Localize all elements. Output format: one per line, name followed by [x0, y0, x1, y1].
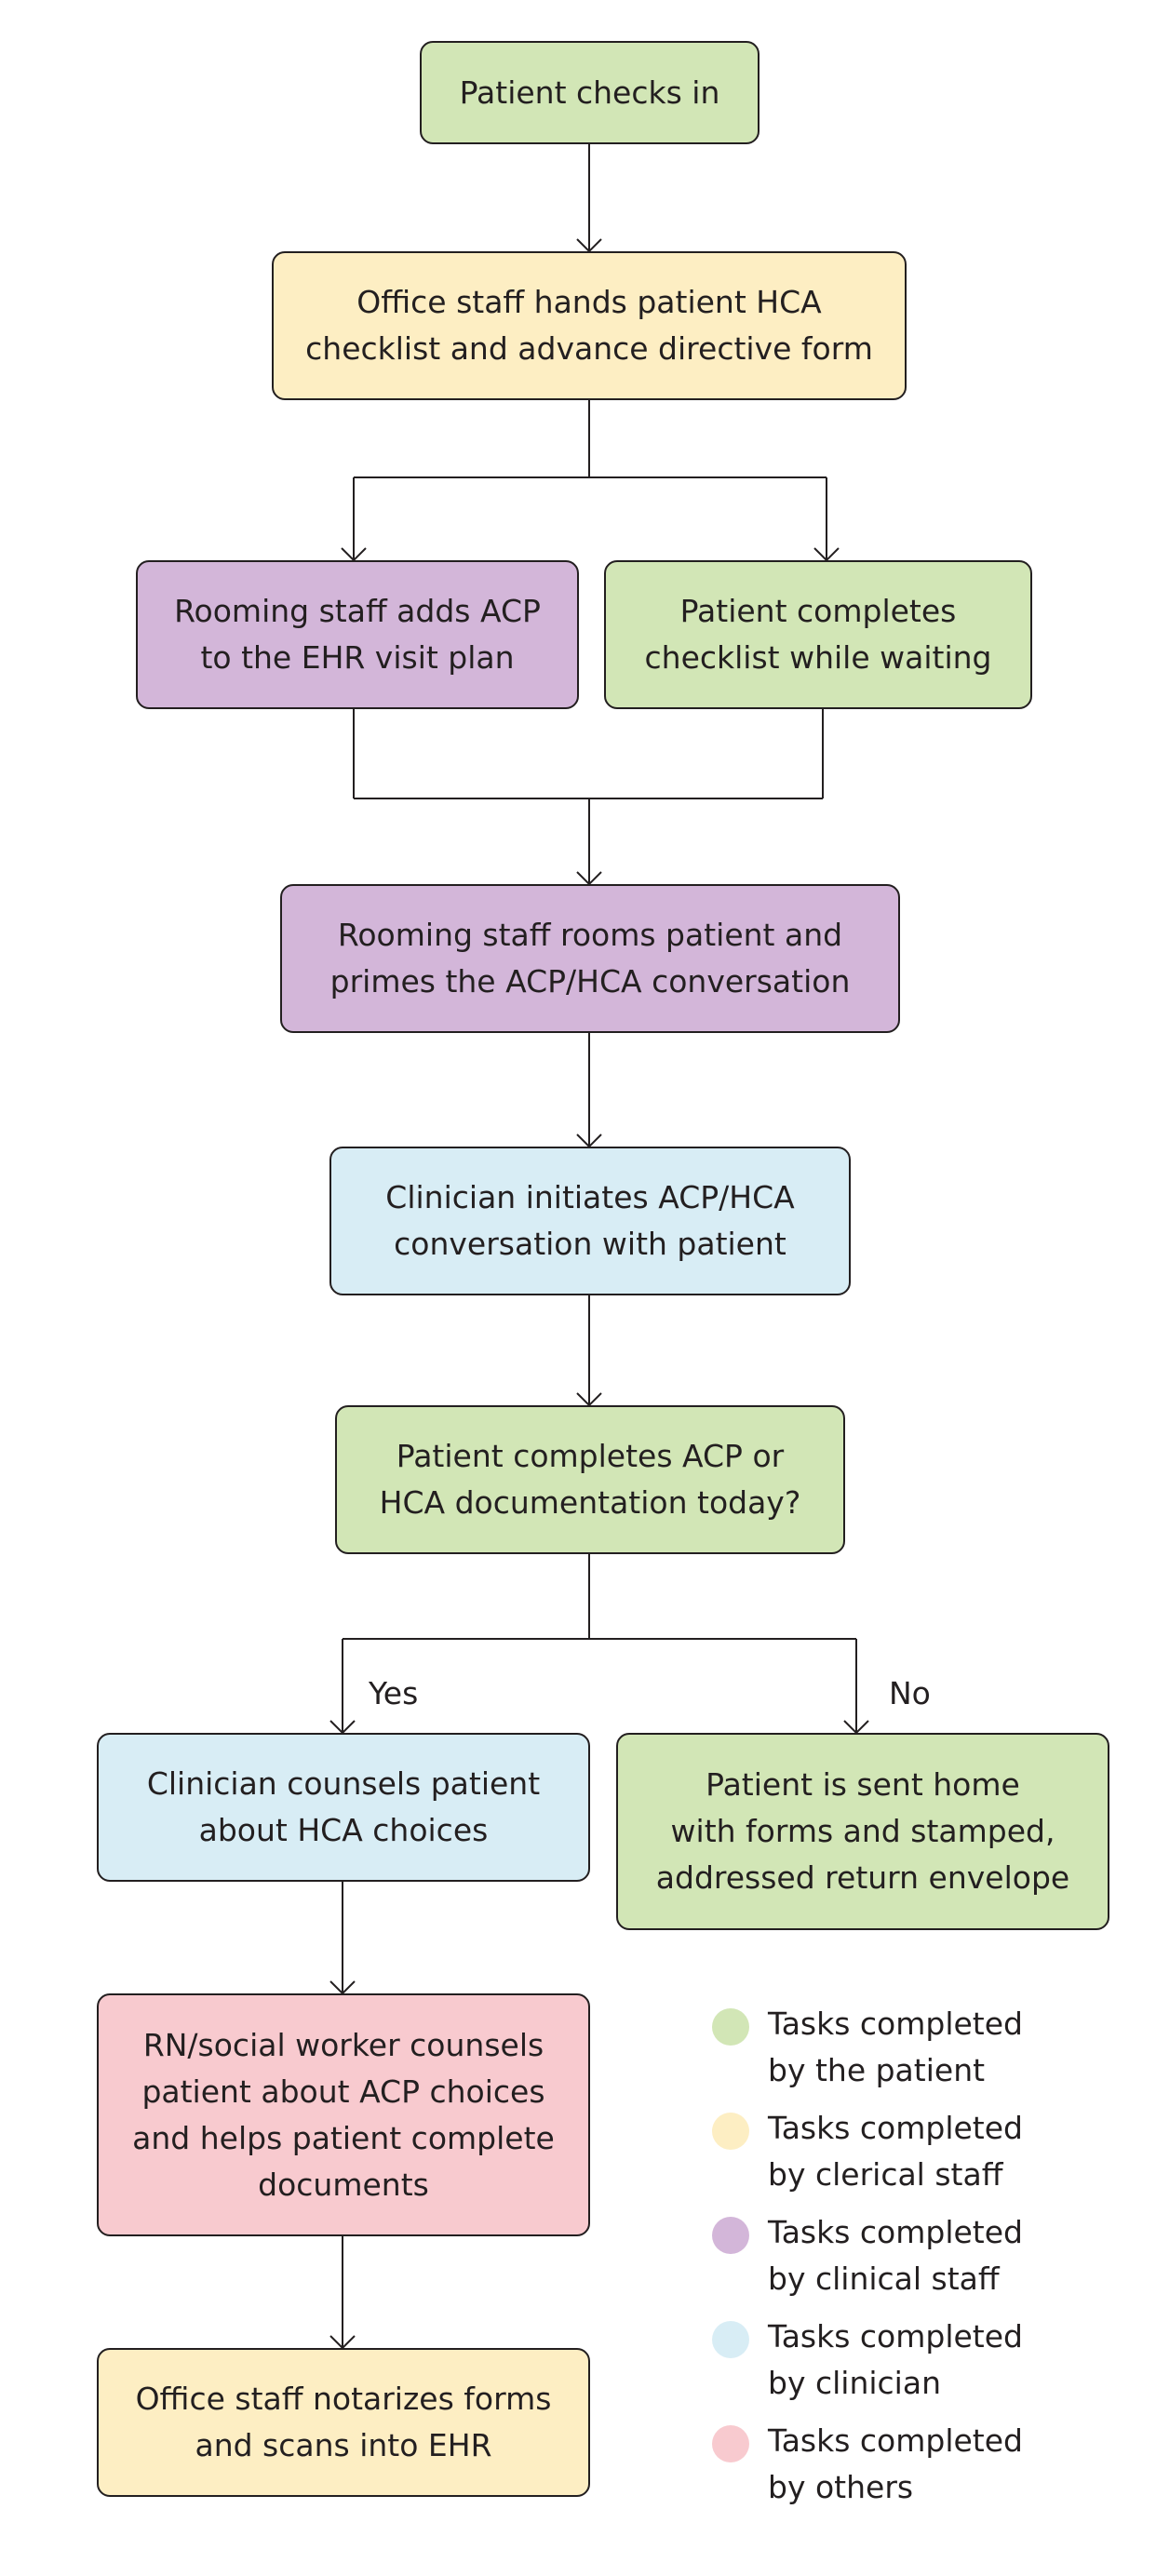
node-patient-sent-home: Patient is sent home with forms and stam…	[616, 1733, 1109, 1930]
node-office-staff-hands-checklist: Office staff hands patient HCA checklist…	[272, 251, 907, 400]
node-label: Office staff hands patient HCA checklist…	[305, 284, 873, 367]
node-label: Patient checks in	[459, 74, 720, 111]
node-label: Patient is sent home with forms and stam…	[655, 1766, 1070, 1896]
node-label: Rooming staff rooms patient and primes t…	[329, 917, 851, 1000]
legend-item-others: Tasks completed by others	[712, 2418, 1112, 2520]
node-label: RN/social worker counsels patient about …	[132, 2026, 555, 2203]
legend-label: Tasks completed by the patient	[768, 2006, 1023, 2088]
node-clinician-initiates-conversation: Clinician initiates ACP/HCA conversation…	[329, 1147, 851, 1295]
legend-swatch	[712, 2425, 749, 2462]
legend-label: Tasks completed by clinical staff	[768, 2214, 1023, 2297]
node-label: Rooming staff adds ACP to the EHR visit …	[174, 593, 541, 676]
node-office-staff-notarizes: Office staff notarizes forms and scans i…	[97, 2348, 590, 2497]
node-rn-social-worker-counsels: RN/social worker counsels patient about …	[97, 1993, 590, 2236]
node-rooming-staff-primes-conversation: Rooming staff rooms patient and primes t…	[280, 884, 900, 1033]
node-rooming-staff-adds-acp: Rooming staff adds ACP to the EHR visit …	[136, 560, 579, 709]
legend-swatch	[712, 2113, 749, 2150]
node-label: Clinician initiates ACP/HCA conversation…	[385, 1179, 795, 1262]
legend-swatch	[712, 2008, 749, 2046]
connector-merge-primes	[353, 709, 824, 884]
legend-label: Tasks completed by others	[768, 2422, 1023, 2505]
branch-label-no: No	[889, 1675, 931, 1711]
node-clinician-counsels-patient: Clinician counsels patient about HCA cho…	[97, 1733, 590, 1882]
node-label: Office staff notarizes forms and scans i…	[135, 2381, 552, 2463]
node-decision-documentation-today: Patient completes ACP or HCA documentati…	[335, 1405, 845, 1554]
legend-item-clinician: Tasks completed by clinician	[712, 2314, 1112, 2416]
legend-label: Tasks completed by clinician	[768, 2318, 1023, 2401]
node-label: Clinician counsels patient about HCA cho…	[146, 1765, 541, 1848]
connector-hands-split	[353, 400, 827, 560]
legend-item-clerical-staff: Tasks completed by clerical staff	[712, 2105, 1112, 2207]
branch-label-yes: Yes	[369, 1675, 419, 1711]
connector-decision-branches	[342, 1554, 857, 1733]
legend-swatch	[712, 2321, 749, 2358]
node-patient-checks-in: Patient checks in	[420, 41, 759, 144]
legend-item-patient: Tasks completed by the patient	[712, 2001, 1112, 2103]
legend-label: Tasks completed by clerical staff	[768, 2110, 1023, 2193]
node-patient-completes-checklist: Patient completes checklist while waitin…	[604, 560, 1032, 709]
node-label: Patient completes ACP or HCA documentati…	[379, 1438, 801, 1521]
node-label: Patient completes checklist while waitin…	[644, 593, 992, 676]
legend-item-clinical-staff: Tasks completed by clinical staff	[712, 2209, 1112, 2312]
legend-swatch	[712, 2217, 749, 2254]
